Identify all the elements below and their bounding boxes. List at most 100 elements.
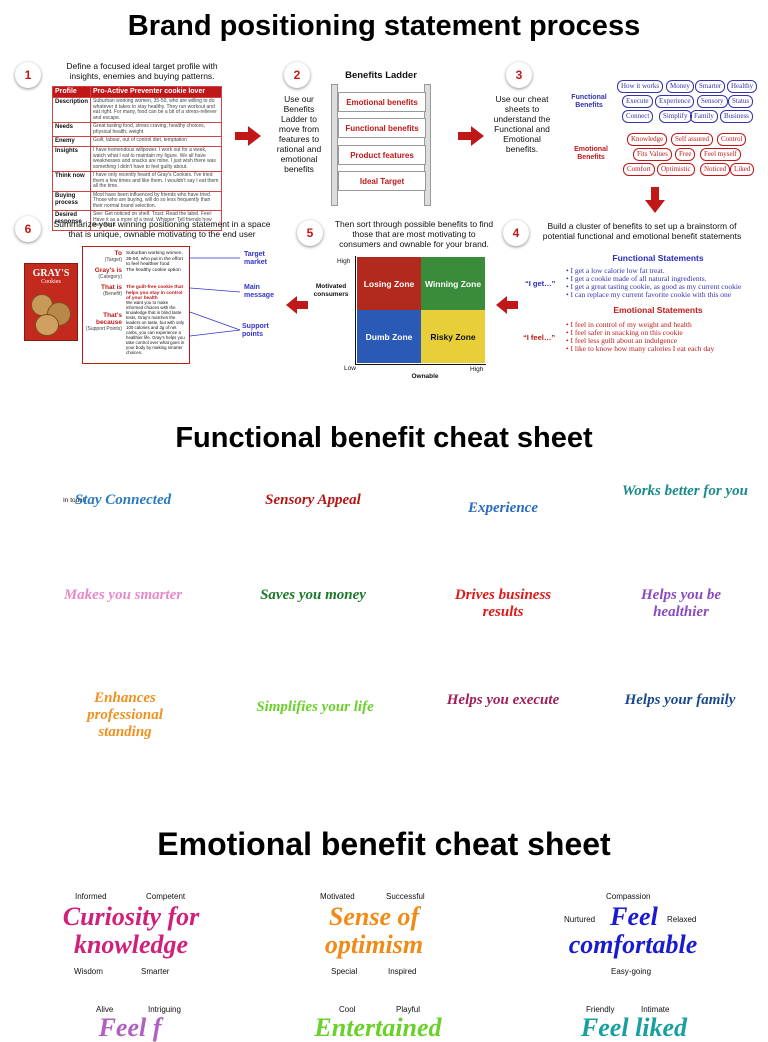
step-3-caption: Use our cheat sheets to understand the F… [493, 94, 551, 154]
profile-value: Most have been influenced by friends who… [90, 190, 222, 211]
successful-label: Successful [386, 892, 425, 901]
helps-execute-benefit: Helps you execute [446, 692, 560, 708]
emotional-pill: Liked [730, 163, 755, 176]
functional-statement: • I get a great tasting cookie, as good … [566, 282, 742, 291]
intimate-label: Intimate [641, 1005, 670, 1014]
profile-header-key: Profile [51, 86, 92, 98]
ladder-rung: Functional benefits [338, 118, 426, 138]
pos-category-text: The healthy cookie option [126, 268, 181, 273]
helps-family-benefit: Helps your family [624, 692, 736, 708]
motivated-label: Motivated [320, 892, 355, 901]
arrow-left-icon [286, 296, 308, 314]
functional-pill: Connect [622, 110, 654, 123]
x-axis-low: Low [344, 365, 356, 372]
friendly-label: Friendly [586, 1005, 615, 1014]
emotional-title: Emotional benefit cheat sheet [157, 826, 611, 862]
functional-statement: • I get a low calorie low fat treat. [566, 266, 665, 275]
informed-label: Informed [75, 892, 107, 901]
functional-statements-title: Functional Statements [612, 253, 704, 263]
cool-label: Cool [339, 1005, 356, 1014]
profile-key: Think now [51, 171, 92, 192]
sensory-appeal-benefit: Sensory Appeal [265, 492, 361, 508]
profile-key: Buying process [51, 190, 92, 211]
arrow-right-icon [458, 126, 484, 146]
i-get-prompt: “I get…” [525, 279, 556, 288]
emotional-pill: Optimistic [657, 163, 695, 176]
target-market-label: Target market [244, 251, 267, 266]
profile-value: Suburban working women, 35-50, who are w… [90, 97, 222, 123]
simplifies-life-benefit: Simplifies your life [256, 699, 374, 715]
ladder-rung: Ideal Target [338, 171, 426, 191]
emotional-pill: Self assured [671, 133, 714, 146]
comfortable-word: comfortable [568, 930, 698, 959]
emotional-pill: Fits Values [633, 148, 672, 161]
intriguing-label: Intriguing [148, 1005, 181, 1014]
row2-benefit-3: Feel liked [580, 1013, 688, 1042]
risky-zone: Risky Zone [421, 310, 485, 363]
losing-zone: Losing Zone [357, 257, 421, 310]
ladder-rung: Product features [338, 145, 426, 165]
y-axis-label: Motivated consumers [313, 283, 349, 298]
emotional-statement: • I feel less guilt about an indulgence [566, 336, 678, 345]
pos-row-support: That's because (Support Points) [85, 312, 122, 332]
profile-value: See: Get noticed on shelf. Trust: Read t… [90, 210, 222, 231]
emotional-pill: Knowledge [627, 133, 668, 146]
profile-key: Enemy [51, 136, 92, 147]
pos-benefit-text: The guilt-free cookie that helps you sta… [126, 285, 184, 301]
positioning-card [82, 246, 190, 364]
playful-label: Playful [396, 1005, 421, 1014]
i-feel-prompt: “I feel…” [523, 333, 556, 342]
helps-healthier-benefit: Helps you be healthier [641, 587, 721, 620]
profile-value: I have only recently heard of Gray's Coo… [90, 171, 222, 192]
annotation-lines [189, 257, 241, 337]
alive-label: Alive [96, 1005, 114, 1014]
pos-support-text: We want you to make informed choices wit… [126, 300, 185, 355]
functional-pill: Smarter [695, 80, 726, 93]
y-axis [355, 256, 356, 365]
emotional-benefits-label: Emotional Benefits [574, 146, 608, 161]
step-4-badge: 4 [503, 220, 529, 246]
functional-benefits-label: Functional Benefits [571, 94, 607, 109]
arrow-down-icon [645, 187, 665, 213]
x-axis-label: Ownable [411, 373, 439, 380]
profile-key: Desired response [51, 210, 92, 231]
works-better-benefit: Works better for you [622, 483, 748, 499]
step-4-caption: Build a cluster of benefits to set up a … [542, 221, 742, 241]
dumb-zone: Dumb Zone [357, 310, 421, 363]
feel-word: Feel [610, 902, 658, 931]
pos-row-benefit: That is (Benefit) [101, 284, 122, 297]
functional-pill: Business [720, 110, 753, 123]
curiosity-benefit: Curiosity for knowledge [62, 902, 200, 959]
step-1-caption: Define a focused ideal target profile wi… [66, 61, 218, 81]
functional-statement: • I get a cookie made of all natural ing… [566, 274, 707, 283]
profile-key: Needs [51, 122, 92, 137]
smarter-label: Smarter [141, 967, 170, 976]
nurtured-label: Nurtured [564, 915, 596, 924]
pos-row-to: To (Target) [104, 250, 122, 263]
emotional-pill: Feel myself [700, 148, 741, 161]
ladder-rail-left [331, 84, 338, 206]
emotional-pill: Free [675, 148, 696, 161]
arrow-right-icon [235, 126, 261, 146]
functional-pill: Money [666, 80, 694, 93]
cookie-box-image: GRAY'S Cookies [24, 263, 78, 341]
emotional-pill: Comfort [623, 163, 655, 176]
functional-pill: Status [728, 95, 754, 108]
drives-business-benefit: Drives business results [454, 587, 552, 620]
saves-you-money-benefit: Saves you money [260, 587, 366, 603]
functional-pill: Experience [655, 95, 695, 108]
winning-zone: Winning Zone [421, 257, 485, 310]
optimism-benefit: Sense of optimism [324, 902, 424, 959]
functional-pill: Family [690, 110, 718, 123]
special-label: Special [331, 967, 358, 976]
step-6-badge: 6 [15, 216, 41, 242]
box-brand: GRAY'S [32, 268, 70, 279]
step-2-badge: 2 [284, 62, 310, 88]
y-axis-high: High [337, 258, 351, 265]
step-6-caption: Summarize your winning positioning state… [53, 219, 271, 239]
step-2-caption: Use our Benefits Ladder to move from fea… [276, 94, 322, 174]
makes-you-smarter-benefit: Makes you smarter [63, 587, 183, 603]
functional-pill: Simplify [659, 110, 692, 123]
